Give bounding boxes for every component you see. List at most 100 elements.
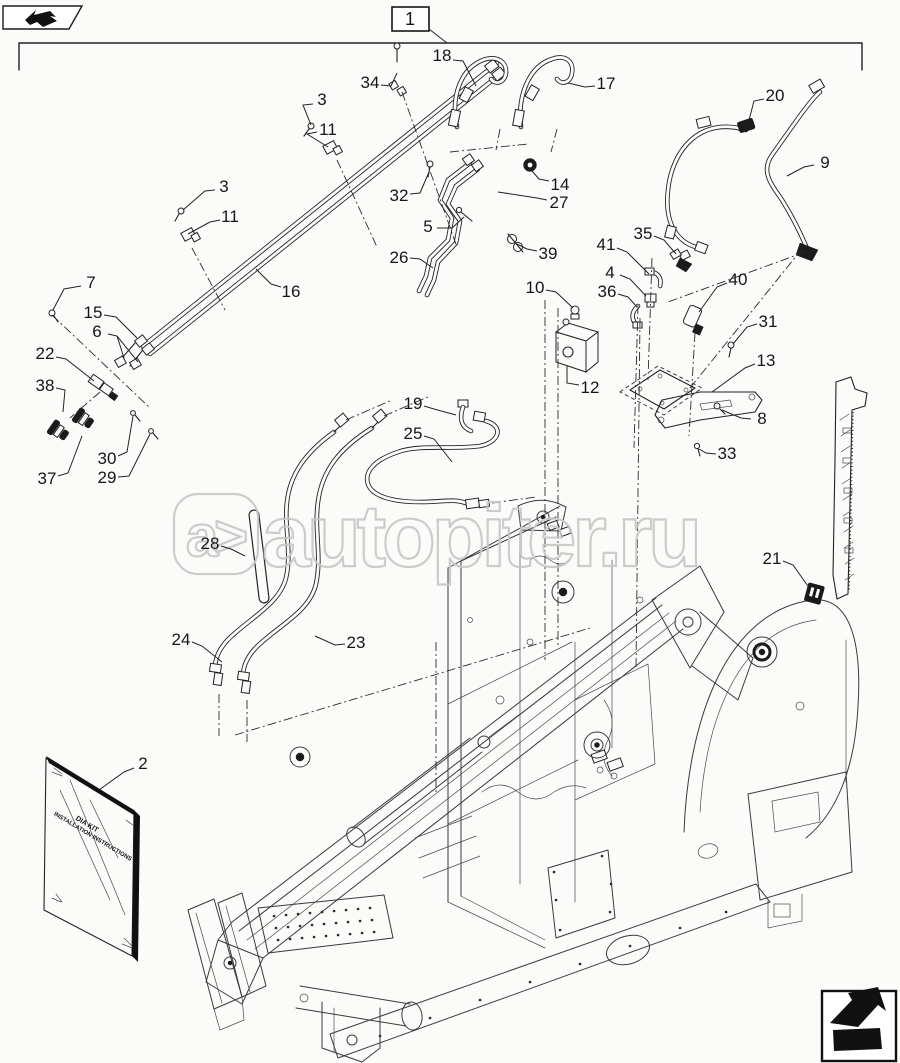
leader-line-14 — [531, 170, 550, 182]
clamp-34 — [388, 42, 408, 97]
callout-22: 22 — [36, 344, 55, 363]
leader-line-5 — [437, 216, 465, 229]
leader-line-19 — [423, 405, 457, 416]
leader-line-36 — [617, 293, 638, 308]
screw-3a — [303, 122, 315, 137]
leader-line-33 — [698, 448, 717, 455]
callout-20: 20 — [766, 86, 785, 105]
screw-8 — [713, 402, 726, 415]
callout-5: 5 — [423, 217, 432, 236]
leader-line-3 — [182, 189, 216, 211]
figure-ref-label: 1 — [405, 9, 415, 29]
connector-21 — [804, 582, 825, 605]
callout-33: 33 — [718, 444, 737, 463]
callout-leaders — [52, 59, 815, 791]
leader-line-35 — [653, 235, 677, 255]
leader-line-6 — [107, 333, 125, 359]
leader-line-27 — [497, 191, 548, 201]
leader-line-8 — [721, 409, 752, 420]
leader-line-34 — [380, 72, 398, 87]
mount-plate — [619, 365, 703, 416]
leader-line-28 — [220, 545, 246, 557]
callout-32: 32 — [390, 186, 409, 205]
leader-line-15 — [103, 314, 138, 339]
elbow-19 — [457, 399, 487, 434]
watermark-text: autopiter.ru — [262, 486, 698, 585]
callout-38: 38 — [36, 376, 55, 395]
hose-23 — [236, 408, 388, 695]
leader-line-3 — [302, 103, 314, 126]
callout-11: 11 — [319, 120, 337, 139]
screw-30 — [130, 410, 141, 422]
leader-line-9 — [786, 164, 815, 177]
tube-9 — [764, 78, 826, 262]
leader-line-13 — [711, 363, 756, 393]
callout-13: 13 — [757, 351, 776, 370]
manual-title-line2: INSTALLATION INSTRUCTIONS — [52, 811, 132, 862]
callout-3: 3 — [317, 90, 326, 109]
callout-9: 9 — [820, 153, 829, 172]
leader-line-41 — [616, 247, 650, 275]
hose-25 — [364, 418, 500, 510]
leader-line-37 — [57, 435, 83, 477]
hose-20 — [664, 115, 756, 262]
screw-31 — [727, 341, 735, 358]
leader-line-12 — [566, 366, 580, 386]
callout-24: 24 — [172, 630, 191, 649]
callout-29: 29 — [98, 468, 117, 487]
leader-line-24 — [191, 641, 223, 663]
clip-11b — [180, 226, 202, 243]
skid-steer-machine-drawing — [187, 499, 860, 1063]
instruction-manual: DIA KIT INSTALLATION INSTRUCTIONS — [43, 756, 140, 962]
page-turn-arrow-icon — [820, 987, 898, 1063]
leader-line-25 — [423, 435, 453, 463]
connector-37 — [71, 407, 94, 429]
callout-41: 41 — [597, 235, 616, 254]
callout-39: 39 — [539, 244, 558, 263]
leader-line-4 — [619, 274, 647, 297]
callout-19: 19 — [404, 394, 423, 413]
leader-line-6 — [116, 335, 139, 363]
watermark-logo: a> — [186, 504, 246, 569]
leader-line-10 — [545, 289, 574, 309]
plug-40 — [682, 304, 704, 336]
callout-40: 40 — [729, 270, 748, 289]
leader-line-2 — [98, 767, 135, 791]
callout-30: 30 — [98, 449, 117, 468]
leader-line-29 — [117, 433, 151, 478]
leader-line-11 — [305, 131, 329, 148]
leader-line-7 — [52, 285, 82, 311]
grommet-14 — [523, 158, 537, 172]
valve-block-12 — [554, 305, 600, 374]
callout-37: 37 — [38, 469, 57, 488]
clip-11a — [322, 139, 344, 156]
callout-8: 8 — [757, 409, 766, 428]
leader-line-30 — [117, 415, 134, 457]
leader-line-11 — [187, 219, 221, 235]
serrated-strip — [832, 376, 868, 600]
construction-lines — [51, 91, 807, 792]
callout-25: 25 — [404, 424, 423, 443]
callout-12: 12 — [581, 378, 600, 397]
leader-line-16 — [255, 268, 282, 288]
callout-10: 10 — [526, 278, 545, 297]
callout-4: 4 — [605, 263, 614, 282]
leader-line-20 — [747, 98, 765, 125]
hose-17 — [512, 55, 575, 130]
screw-29 — [148, 428, 159, 440]
callout-36: 36 — [598, 282, 617, 301]
leader-line-17 — [567, 82, 596, 88]
callout-2: 2 — [138, 754, 147, 773]
leader-line-23 — [314, 635, 346, 646]
callout-17: 17 — [597, 74, 616, 93]
callout-34: 34 — [361, 73, 380, 92]
screw-33 — [693, 442, 701, 457]
bracket-13 — [654, 391, 763, 429]
callout-14: 14 — [551, 175, 570, 194]
tubes-27-26 — [416, 153, 485, 298]
leader-line-31 — [732, 323, 758, 345]
clamp-39 — [507, 233, 524, 253]
callout-31: 31 — [759, 312, 778, 331]
